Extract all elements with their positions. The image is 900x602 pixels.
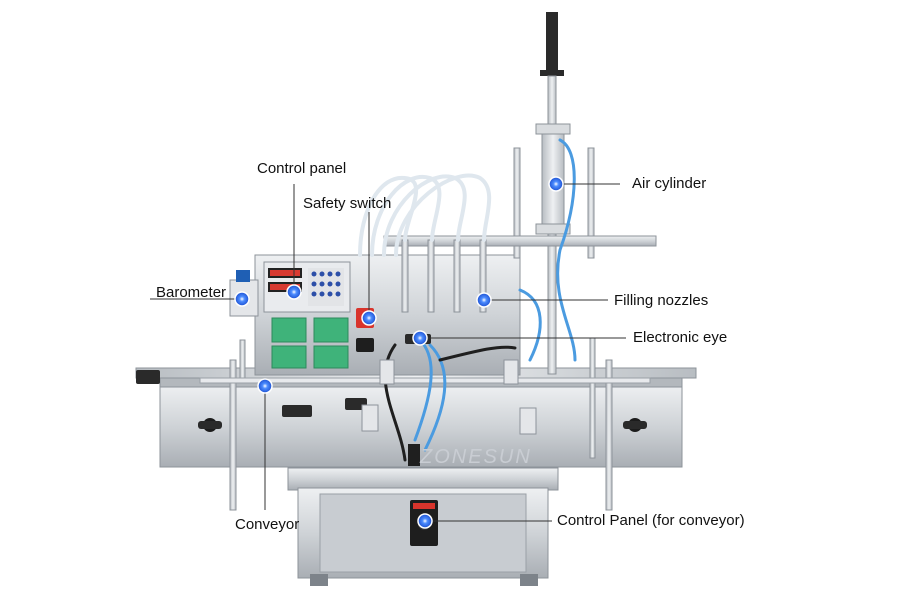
marker-electronic-eye bbox=[412, 330, 428, 346]
label-electronic-eye: Electronic eye bbox=[633, 329, 728, 346]
marker-control-panel bbox=[286, 284, 302, 300]
label-barometer: Barometer bbox=[156, 284, 227, 301]
marker-safety-switch bbox=[361, 310, 377, 326]
callout-markers bbox=[234, 176, 564, 529]
air-cylinder-assembly bbox=[513, 12, 595, 375]
label-air-cylinder: Air cylinder bbox=[632, 175, 707, 192]
filling-cabinet bbox=[229, 254, 521, 376]
marker-conveyor-control-panel bbox=[417, 513, 433, 529]
marker-filling-nozzles bbox=[476, 292, 492, 308]
guide-rails bbox=[199, 337, 651, 511]
label-filling-nozzles: Filling nozzles bbox=[614, 292, 709, 309]
label-control-panel: Control panel bbox=[257, 160, 347, 177]
watermark: ZONESUN bbox=[420, 446, 532, 468]
marker-conveyor bbox=[257, 378, 273, 394]
tubing bbox=[358, 138, 577, 462]
label-safety-switch: Safety switch bbox=[303, 195, 392, 212]
marker-air-cylinder bbox=[548, 176, 564, 192]
label-conveyor-control-panel: Control Panel (for conveyor) bbox=[557, 512, 745, 529]
marker-barometer bbox=[234, 291, 250, 307]
label-conveyor: Conveyor bbox=[235, 516, 300, 533]
leader-lines bbox=[150, 183, 626, 522]
